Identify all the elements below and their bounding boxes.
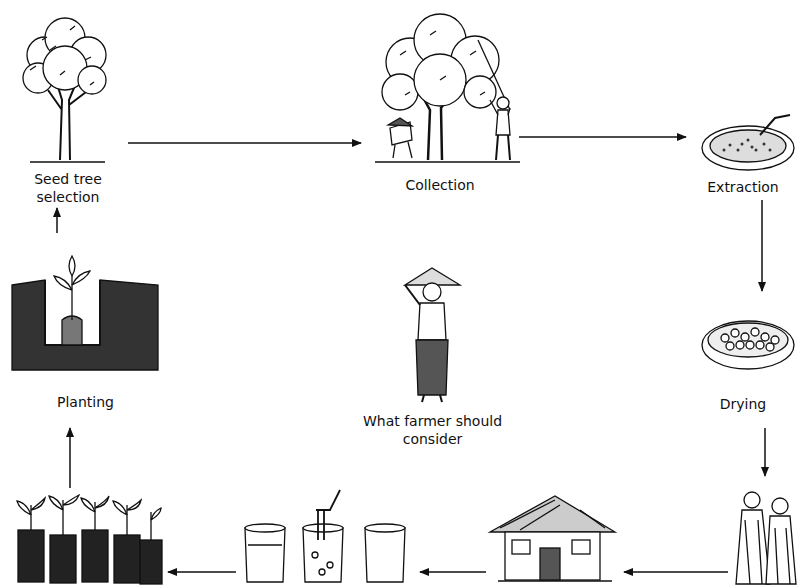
drying-drawing [702,321,794,369]
stage-node: Planting [8,235,163,411]
stage-node: Extraction [690,100,796,196]
stage-caption: Seed tree selection [12,170,124,206]
stage-node: Drying [690,295,796,413]
cycle-arrows [70,428,765,572]
house-drawing [490,496,615,581]
flow-arrow [128,142,361,144]
containers-drawing [245,490,405,582]
flow-arrow [519,136,686,138]
farmer-drawing [405,268,460,402]
stage-node: Collection [365,10,515,194]
people-drawing [736,492,796,584]
stage-caption: Planting [8,393,163,411]
flow-arrow [56,208,58,233]
stage-node: Seed tree selection [12,10,124,206]
stage-caption: Collection [365,176,515,194]
seedlings-drawing [17,495,162,584]
flow-arrow [761,200,763,291]
planting-drawing [12,256,158,370]
extraction-drawing [702,115,794,170]
collection-drawing [375,14,520,162]
seed-tree-drawing [23,18,106,162]
stage-caption: Extraction [690,178,796,196]
farmer-caption: What farmer should consider [345,412,520,448]
stage-caption: Drying [690,395,796,413]
